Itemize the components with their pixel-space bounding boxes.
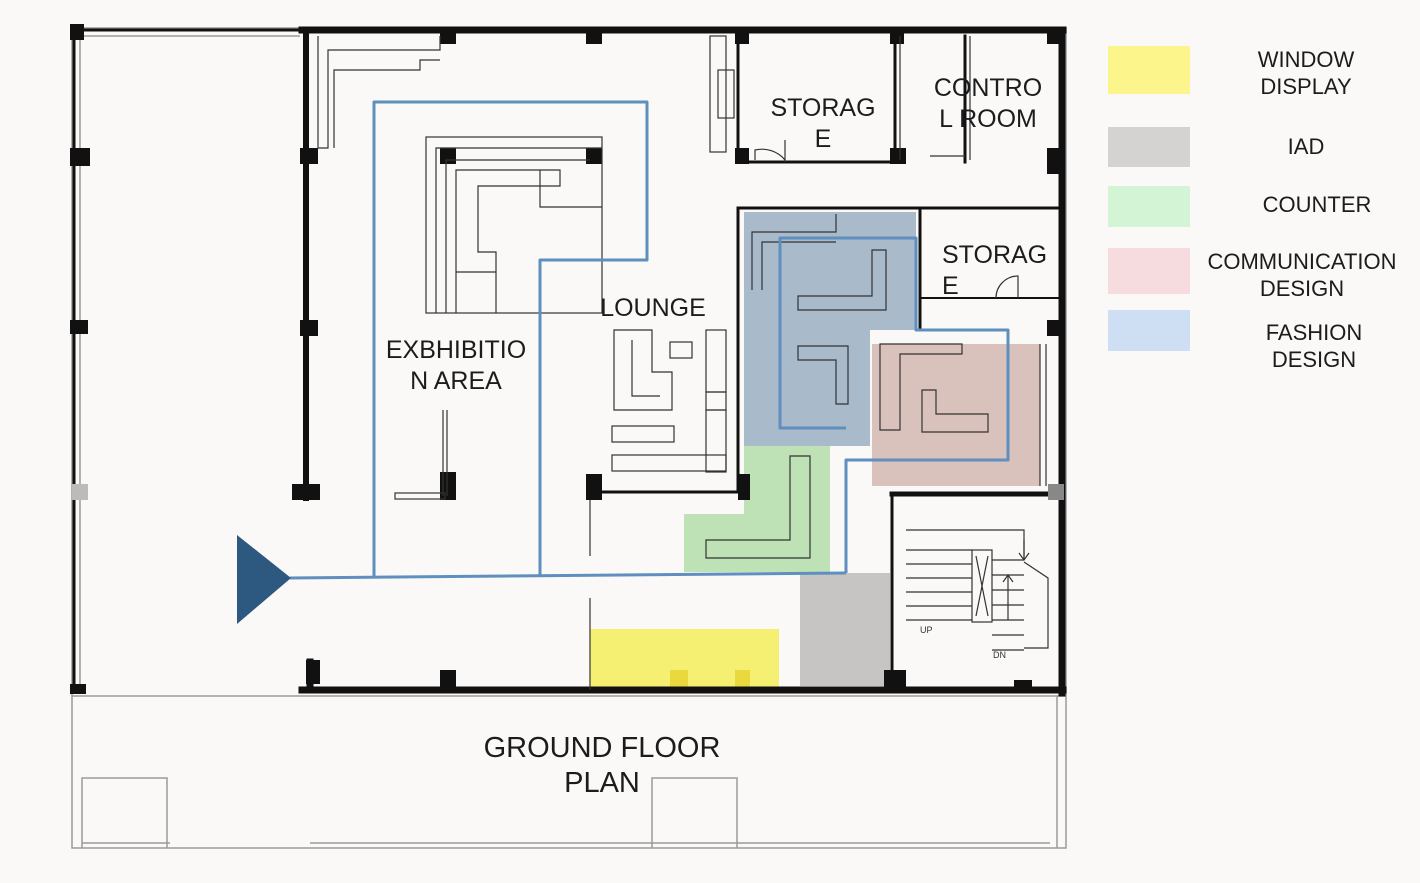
legend-label: FASHION xyxy=(1266,320,1363,345)
legend-item-fashion-design: FASHION DESIGN xyxy=(1108,310,1362,372)
legend-label: COMMUNICATION xyxy=(1207,249,1396,274)
plan-title-line1: GROUND FLOOR xyxy=(484,732,721,764)
legend-label: COUNTER xyxy=(1263,192,1372,217)
zone-fashion-design xyxy=(744,212,916,446)
legend-swatch xyxy=(1108,186,1190,227)
room-label-exhibition-1: EXBHIBITIO xyxy=(386,336,526,364)
zone-iad xyxy=(800,573,890,686)
outer-outline xyxy=(71,27,1067,849)
legend-swatch xyxy=(1108,46,1190,94)
legend-item-window-display: WINDOW DISPLAY xyxy=(1108,46,1354,99)
visitor-path xyxy=(289,100,1010,580)
legend-item-iad: IAD xyxy=(1108,127,1324,167)
room-label-storage-top-2: E xyxy=(815,125,832,153)
legend-label: DESIGN xyxy=(1260,276,1344,301)
walls xyxy=(72,26,1067,697)
zone-window-display-accent xyxy=(670,670,688,687)
room-label-storage-right-1: STORAG xyxy=(942,241,1047,269)
room-label-storage-top-1: STORAG xyxy=(770,94,875,122)
columns xyxy=(70,24,1064,694)
furniture xyxy=(317,35,1049,690)
zone-window-display-accent xyxy=(735,670,750,687)
room-label-control-room-2: L ROOM xyxy=(939,105,1037,133)
stair-up-label: UP xyxy=(920,625,933,635)
legend-swatch xyxy=(1108,310,1190,351)
zone-communication-design xyxy=(872,344,1040,486)
legend-item-communication-design: COMMUNICATION DESIGN xyxy=(1108,248,1397,301)
legend-swatch xyxy=(1108,248,1190,294)
room-label-storage-right-2: E xyxy=(942,272,959,300)
legend-label: DISPLAY xyxy=(1260,74,1352,99)
room-label-control-room-1: CONTRO xyxy=(934,74,1042,102)
legend: WINDOW DISPLAY IAD COUNTER COMMUNICATION… xyxy=(1108,46,1397,372)
legend-label: IAD xyxy=(1288,134,1325,159)
stair-down-label: DN xyxy=(993,650,1006,660)
room-label-exhibition-2: N AREA xyxy=(410,367,502,395)
legend-label: DESIGN xyxy=(1272,347,1356,372)
entry-arrow-icon xyxy=(237,535,291,624)
legend-item-counter: COUNTER xyxy=(1108,186,1371,227)
legend-swatch xyxy=(1108,127,1190,167)
legend-label: WINDOW xyxy=(1258,47,1355,72)
plan-title-line2: PLAN xyxy=(564,767,640,799)
room-label-lounge: LOUNGE xyxy=(600,294,706,322)
